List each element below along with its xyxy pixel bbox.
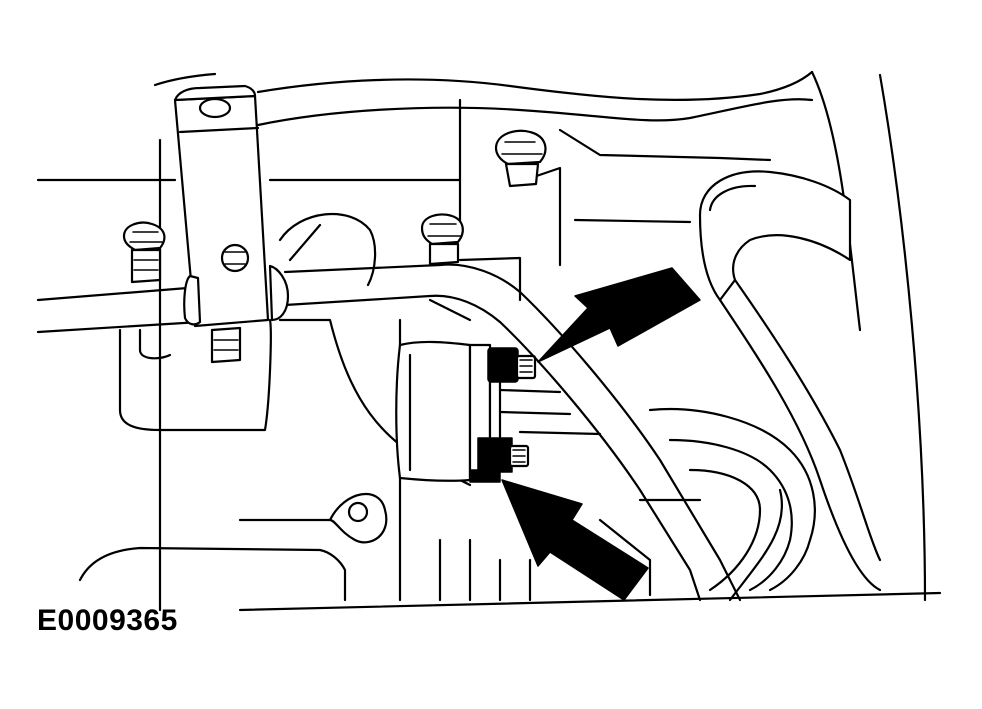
starter-solenoid (395, 340, 602, 483)
figure-reference-code: E0009365 (37, 604, 178, 637)
callout-arrow-lower (501, 479, 649, 601)
bolt-top (494, 129, 547, 188)
callout-arrow-upper (537, 267, 701, 363)
coolant-hose (598, 170, 882, 602)
mounting-flange (78, 468, 942, 612)
tube-bracket (173, 84, 290, 364)
tube-line (36, 263, 742, 602)
bolt-left (122, 221, 166, 284)
engine-block-outline (36, 70, 927, 612)
bolt-center (420, 213, 464, 266)
